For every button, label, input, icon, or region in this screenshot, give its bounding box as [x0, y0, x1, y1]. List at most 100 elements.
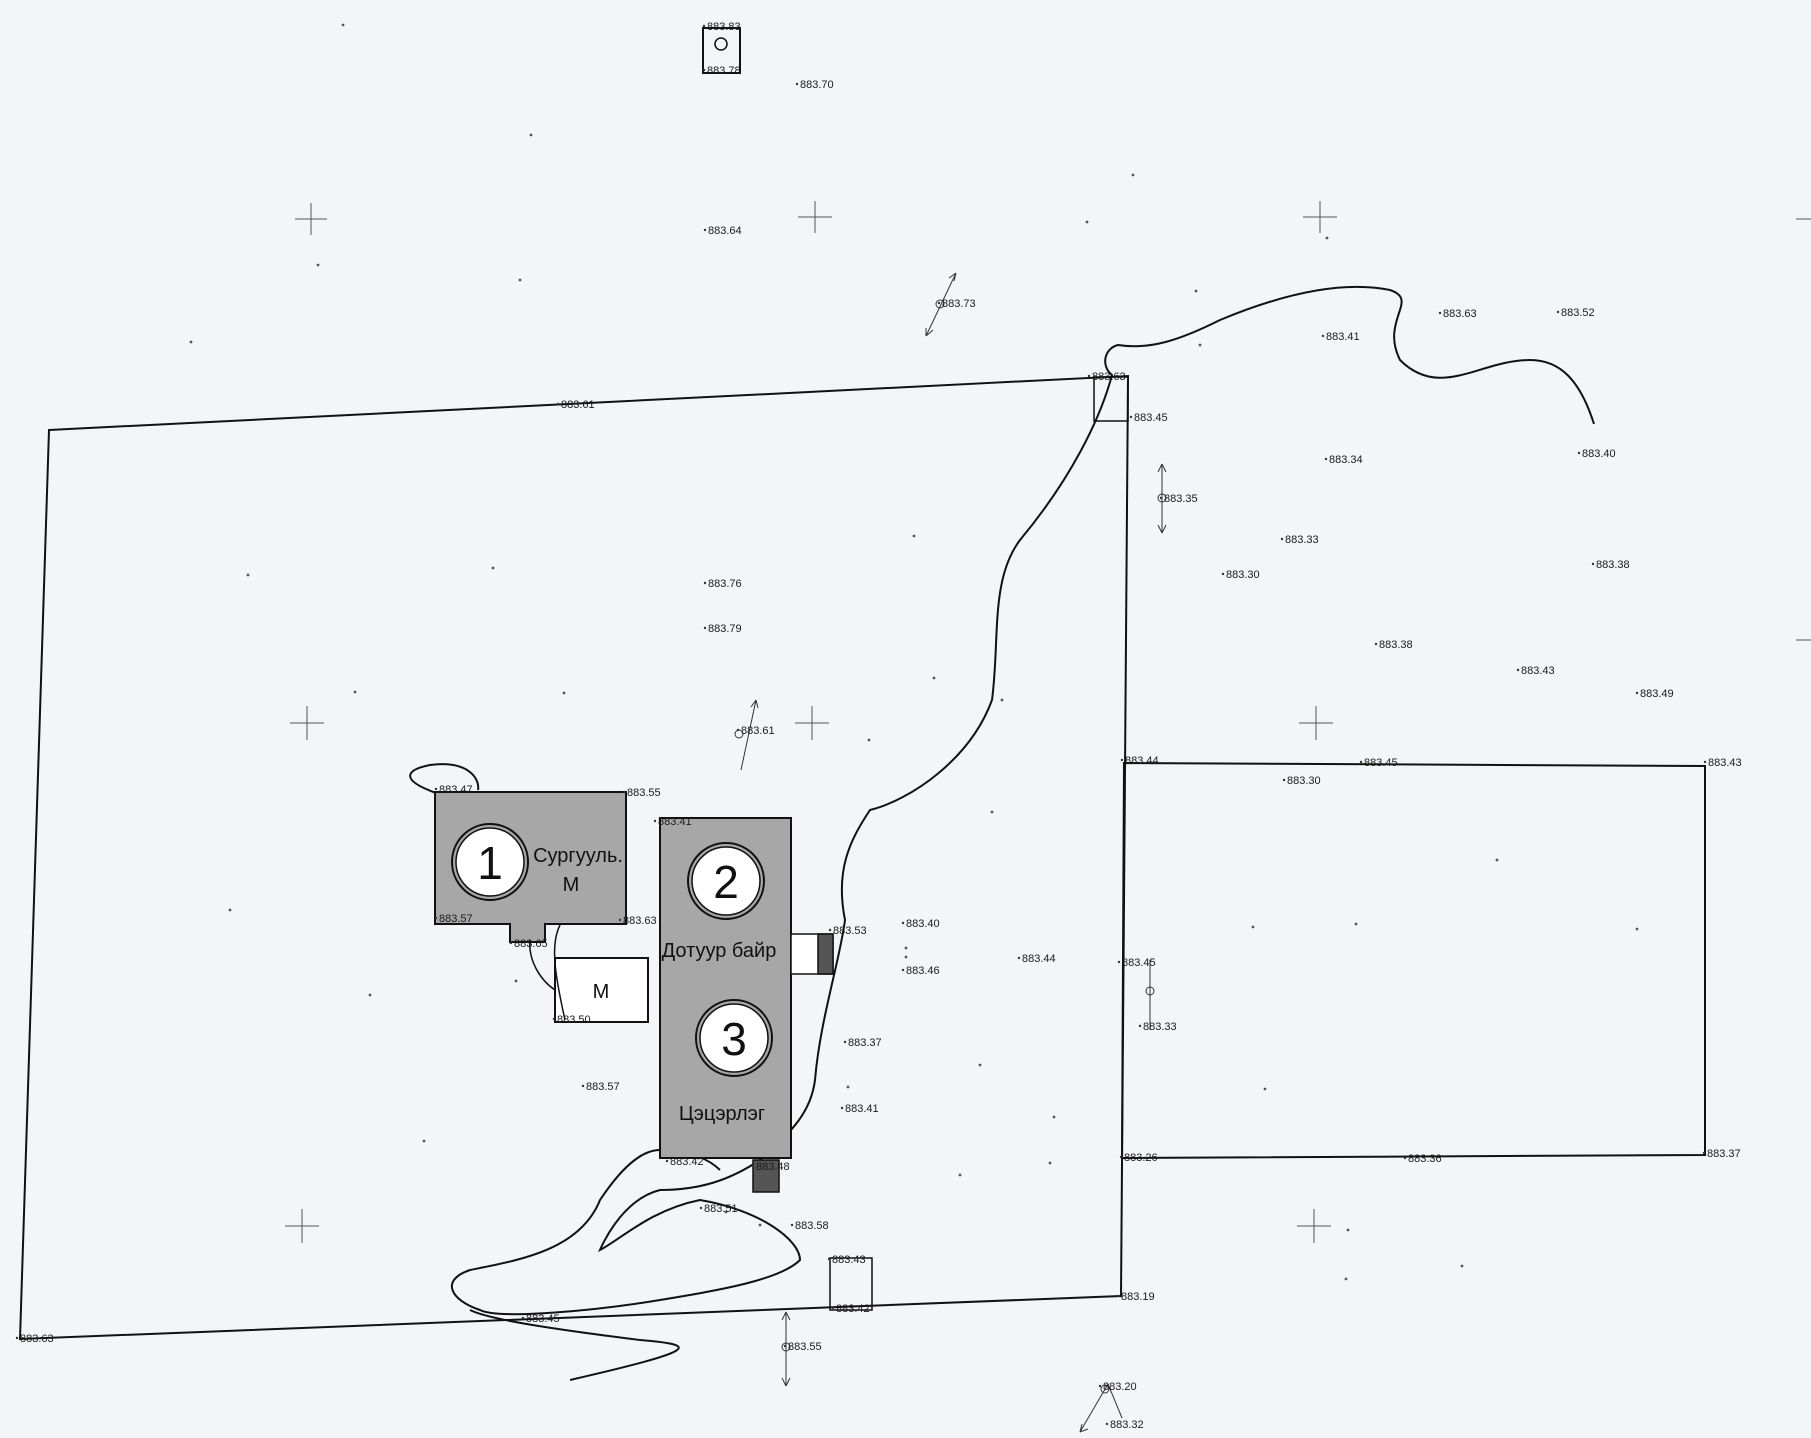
survey-stations [734, 299, 1167, 1394]
elevation-point [937, 301, 941, 305]
parcel-boundary-right [1120, 761, 1706, 1160]
elevation-marker: 883.38 [1374, 639, 1413, 651]
elevation-label: 883.37 [1707, 1148, 1741, 1160]
elevation-point [1129, 415, 1133, 419]
elevation-point [736, 728, 740, 732]
building-3-number-badge-inner [699, 1003, 769, 1073]
elevation-label: 883.63 [623, 915, 657, 927]
elevation-marker: 883.78 [702, 65, 741, 77]
elevation-marker: 883.45 [1117, 957, 1156, 969]
elevation-marker: 883.53 [828, 925, 867, 937]
elevation-label: 883.40 [906, 918, 940, 930]
elevation-label: 883.40 [1582, 448, 1616, 460]
elevation-label: 883.55 [627, 787, 661, 799]
elevation-point [901, 921, 905, 925]
winding-path-line-south [469, 1309, 680, 1381]
elevation-point [1280, 537, 1284, 541]
elevation-marker: 883.45 [521, 1313, 560, 1325]
annex-connector [529, 924, 566, 1021]
elevation-label: 883.45 [1122, 957, 1156, 969]
elevation-point [703, 228, 707, 232]
parcel-boundary-main [18, 374, 1130, 1341]
elevation-marker: 883.36 [1403, 1153, 1442, 1165]
grid-cross [1299, 706, 1333, 740]
elevation-point [699, 1206, 703, 1210]
elevation-point [665, 1159, 669, 1163]
elevation-marker: 883.55 [622, 787, 661, 799]
elevation-label: 883.70 [800, 79, 834, 91]
elevation-point [1577, 451, 1581, 455]
survey-station-icon [781, 1342, 791, 1352]
elevation-label: 883.42 [670, 1156, 704, 1168]
building-1-number-badge-inner [455, 827, 525, 897]
survey-station-icon [1145, 986, 1155, 996]
elevation-marker: 883.32 [1105, 1419, 1144, 1431]
winding-path-line [450, 285, 1595, 1316]
elevation-label: 883.38 [1379, 639, 1413, 651]
elevation-marker: 883.41 [653, 816, 692, 828]
elevation-marker: 883.35 [1159, 493, 1198, 505]
elevation-marker: 883.43 [1703, 757, 1742, 769]
building-2-number-badge [687, 842, 765, 920]
elevation-marker: 883.64 [703, 225, 742, 237]
elevation-label: 883.52 [1561, 307, 1595, 319]
elevation-label: 883.55 [788, 1341, 822, 1353]
elevation-marker: 883.49 [1635, 688, 1674, 700]
elevation-point [1324, 457, 1328, 461]
elevation-label: 883.63 [20, 1333, 54, 1345]
elevation-label: 883.61 [561, 399, 595, 411]
elevation-marker: 883.83 [702, 21, 741, 33]
grid-cross [795, 706, 829, 740]
elevation-point [702, 68, 706, 72]
survey-station-icon [1100, 1384, 1110, 1394]
elevation-marker: 883.48 [751, 1161, 790, 1173]
elevation-label: 883.43 [1708, 757, 1742, 769]
elevation-point [790, 1223, 794, 1227]
elevation-marker: 883.47 [434, 784, 473, 796]
elevation-point [1017, 956, 1021, 960]
elevation-point [1403, 1156, 1407, 1160]
elevation-marker: 883.50 [552, 1014, 591, 1026]
elevation-point [618, 918, 622, 922]
elevation-label: 883.43 [1521, 665, 1555, 677]
elevation-label: 883.41 [845, 1103, 879, 1115]
elevation-point [1282, 778, 1286, 782]
elevation-point [828, 928, 832, 932]
elevation-marker: 883.45 [1359, 757, 1398, 769]
grid-crosses [285, 201, 1811, 1243]
building-3-label: Цэцэрлэг [679, 1103, 765, 1125]
elevation-point [1087, 374, 1091, 378]
elevation-marker: 883.43 [1516, 665, 1555, 677]
building-1-label-2: М [563, 874, 580, 896]
elevation-marker: 883.19 [1116, 1291, 1155, 1303]
elevation-point [840, 1106, 844, 1110]
storage-box [829, 1257, 873, 1311]
elevation-label: 883.30 [1287, 775, 1321, 787]
elevation-label: 883.79 [708, 623, 742, 635]
elevation-point [1120, 758, 1124, 762]
building-3-number-badge [695, 999, 773, 1077]
elevation-label: 883.37 [848, 1037, 882, 1049]
elevation-marker: 883.70 [795, 79, 834, 91]
elevation-marker: 883.61 [736, 725, 775, 737]
survey-arrow [781, 1311, 791, 1387]
elevation-marker: 883.52 [1556, 307, 1595, 319]
elevation-point [901, 968, 905, 972]
elevation-point [1117, 960, 1121, 964]
elevation-label: 883.63 [1092, 371, 1126, 383]
elevation-label: 883.43 [832, 1254, 866, 1266]
elevation-point [1138, 1024, 1142, 1028]
elevation-point [703, 626, 707, 630]
building-2-number-badge-inner [691, 846, 761, 916]
elevation-label: 883.50 [557, 1014, 591, 1026]
elevation-label: 883.65 [514, 938, 548, 950]
elevation-point [1159, 496, 1163, 500]
elevation-marker: 883.46 [901, 965, 940, 977]
elevation-marker: 883.55 [783, 1341, 822, 1353]
elevation-label: 883.64 [708, 225, 742, 237]
elevation-marker: 883.63 [1087, 371, 1126, 383]
elevation-label: 883.36 [1408, 1153, 1442, 1165]
elevation-label: 883.45 [1134, 412, 1168, 424]
elevation-label: 883.33 [1143, 1021, 1177, 1033]
building-2-number: 2 [713, 856, 739, 908]
